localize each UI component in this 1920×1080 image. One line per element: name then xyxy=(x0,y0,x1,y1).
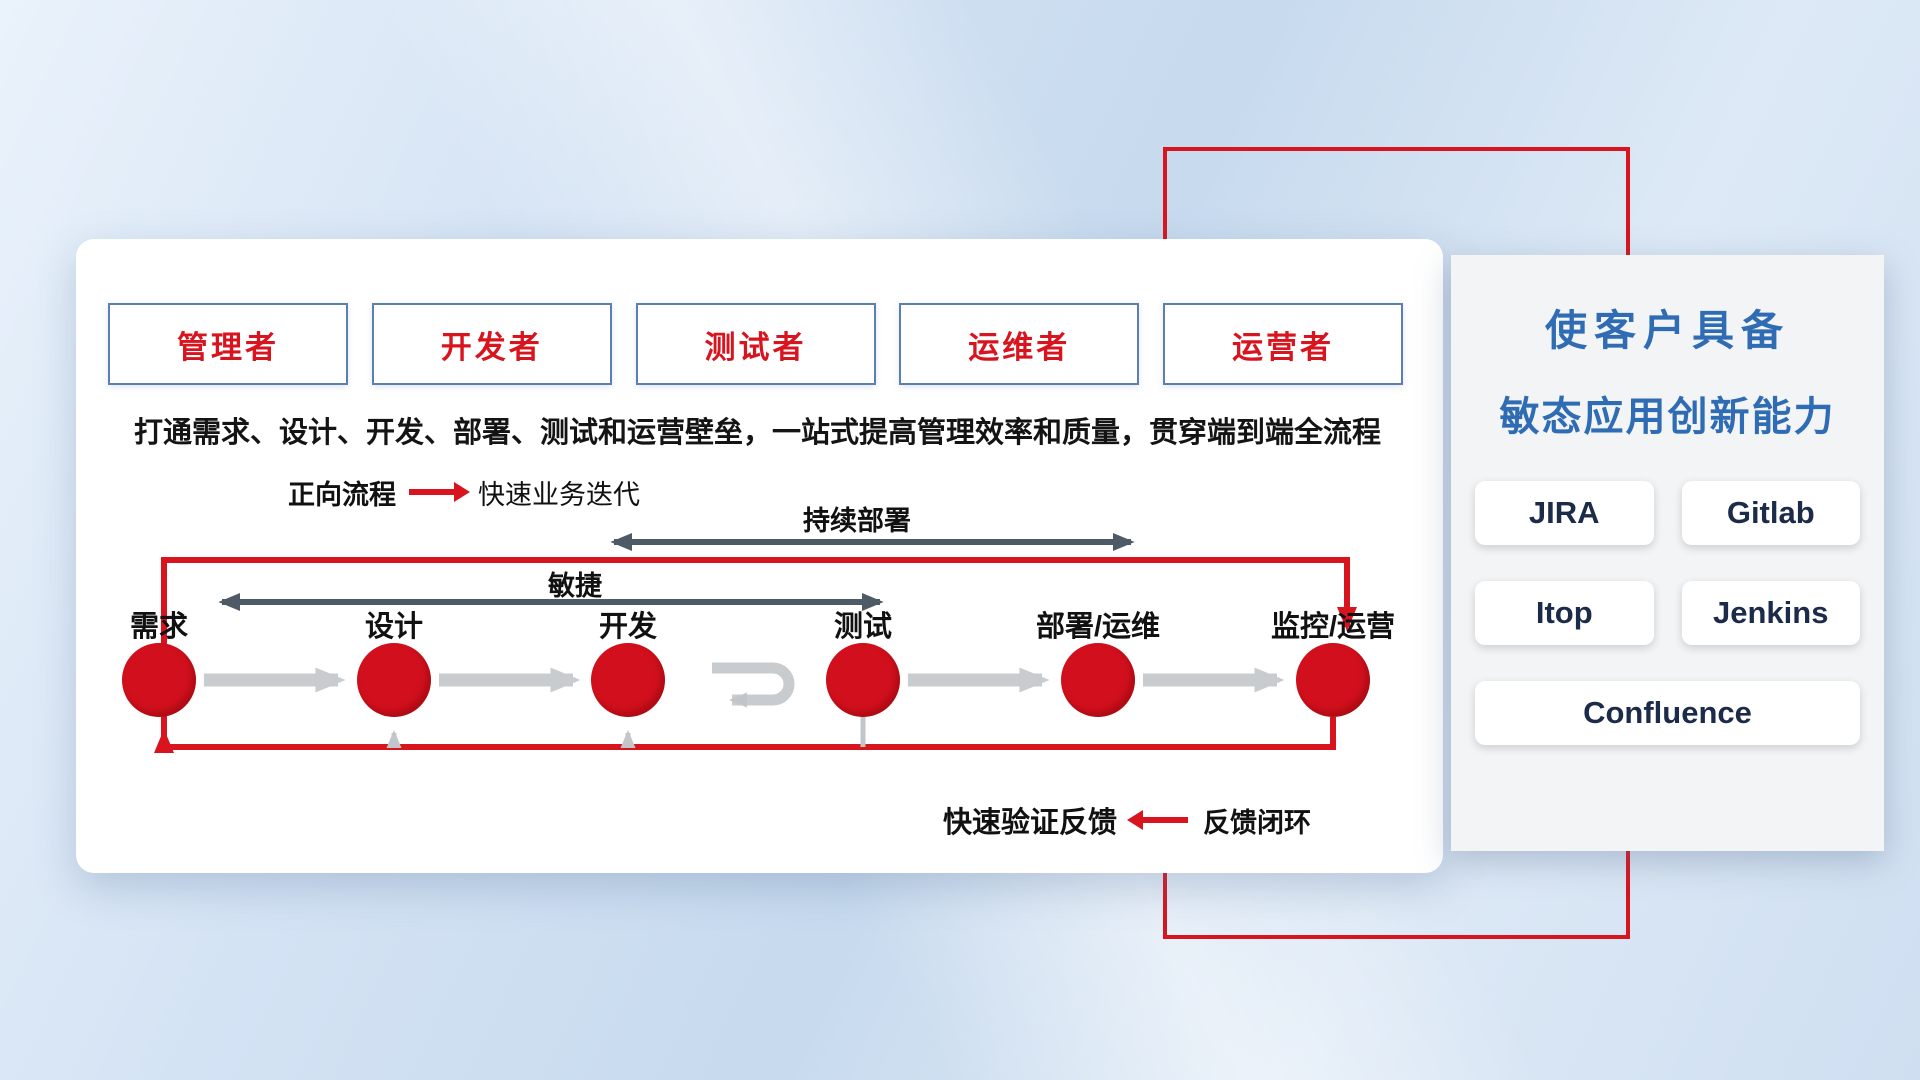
headline-text: 打通需求、设计、开发、部署、测试和运营壁垒，一站式提高管理效率和质量，贯穿端到端… xyxy=(134,417,1382,449)
tool-badge-confluence: Confluence xyxy=(1475,681,1860,745)
stage-node-design xyxy=(357,643,431,717)
stage-label-monitor-ops: 监控/运营 xyxy=(1270,611,1396,643)
feedback-loop-line xyxy=(154,717,1336,753)
tool-badge-jira: JIRA xyxy=(1475,481,1654,545)
stage-label-requirements: 需求 xyxy=(129,611,189,643)
tool-badge-itop: Itop xyxy=(1475,581,1654,645)
stage-node-requirements xyxy=(122,643,196,717)
tool-badges-grid: JIRA Gitlab Itop Jenkins Confluence xyxy=(1475,481,1860,745)
stage-node-monitor-ops xyxy=(1296,643,1370,717)
role-box-developer: 开发者 xyxy=(371,303,612,385)
stage-node-development xyxy=(591,643,665,717)
tool-badge-gitlab: Gitlab xyxy=(1681,481,1860,545)
panel-title-line2: 敏态应用创新能力 xyxy=(1499,395,1836,439)
continuous-deploy-label: 持续部署 xyxy=(803,506,911,536)
role-label: 管理者 xyxy=(177,329,279,365)
stage-label-design: 设计 xyxy=(364,611,424,643)
stage-node-deploy-ops xyxy=(1061,643,1135,717)
forward-arrow-icon xyxy=(409,482,470,502)
feedback-legend: 快速验证反馈 反馈闭环 xyxy=(943,802,1312,839)
feedback-arrow-icon xyxy=(1127,810,1189,830)
feedback-loop-label: 反馈闭环 xyxy=(1203,807,1312,838)
role-box-manager: 管理者 xyxy=(108,303,348,385)
role-box-operator: 运营者 xyxy=(1163,303,1403,385)
forward-flow-desc: 快速业务迭代 xyxy=(478,479,640,510)
forward-flow-label: 正向流程 xyxy=(288,479,396,510)
feedback-fast-label: 快速验证反馈 xyxy=(943,807,1118,839)
role-label: 运营者 xyxy=(1232,329,1334,365)
stage-label-deploy-ops: 部署/运维 xyxy=(1035,611,1161,643)
role-label: 运维者 xyxy=(968,329,1071,365)
flow-diagram-graphics xyxy=(154,533,1357,753)
stage-label-development: 开发 xyxy=(598,611,658,643)
forward-loop-line xyxy=(161,557,1357,747)
capability-panel: 使客户具备 敏态应用创新能力 JIRA Gitlab Itop Jenkins … xyxy=(1451,255,1884,851)
stage-label-testing: 测试 xyxy=(833,611,893,643)
iteration-loop-icon xyxy=(712,662,795,708)
devops-flow-card: 管理者 开发者 测试者 运维者 运营者 打通需求、设计、开发、部署、测试和运营壁… xyxy=(76,239,1443,873)
role-boxes-row: 管理者 开发者 测试者 运维者 运营者 xyxy=(108,303,1403,385)
stage-node-testing xyxy=(826,643,900,717)
role-label: 开发者 xyxy=(440,329,543,365)
role-label: 测试者 xyxy=(704,329,807,365)
role-box-ops: 运维者 xyxy=(899,303,1140,385)
forward-flow-legend: 正向流程 快速业务迭代 xyxy=(288,475,640,510)
tool-badge-jenkins: Jenkins xyxy=(1681,581,1860,645)
panel-title-line1: 使客户具备 xyxy=(1544,307,1790,354)
role-box-tester: 测试者 xyxy=(635,303,876,385)
